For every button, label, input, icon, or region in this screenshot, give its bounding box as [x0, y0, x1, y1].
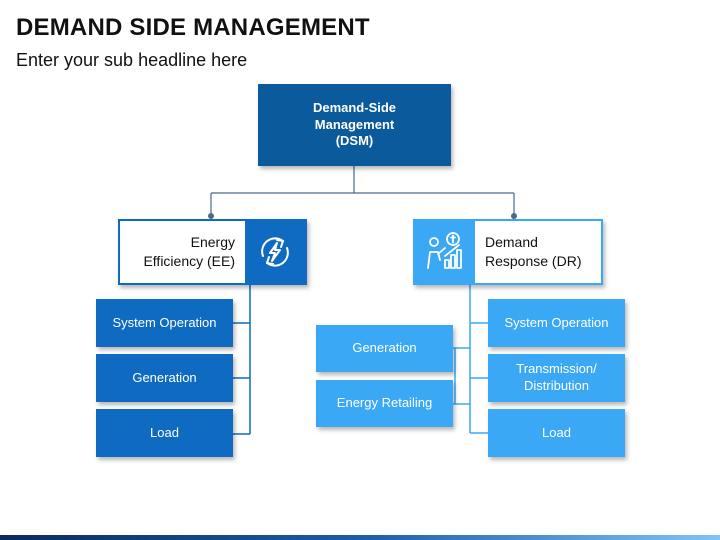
- dr-label-line-2: Response (DR): [485, 253, 582, 269]
- demand-response-box: Demand Response (DR): [413, 219, 603, 285]
- ee-icon-cell: [245, 221, 305, 283]
- energy-efficiency-box: Energy Efficiency (EE): [118, 219, 307, 285]
- ee-connector-dot: [208, 213, 214, 219]
- ee-item-system-operation: System Operation: [96, 299, 233, 347]
- ee-item-load: Load: [96, 409, 233, 457]
- page-title: DEMAND SIDE MANAGEMENT: [16, 14, 370, 41]
- lightning-cycle-icon: [261, 237, 289, 267]
- dsm-root-box: Demand-Side Management (DSM): [258, 84, 451, 166]
- dr-icon-cell: [415, 221, 475, 283]
- footer-gradient-bar: [0, 535, 720, 540]
- dr-item-energy-retailing: Energy Retailing: [316, 380, 453, 427]
- ee-label: Energy Efficiency (EE): [120, 221, 245, 283]
- ee-label-line-2: Efficiency (EE): [143, 253, 235, 269]
- dr-item-system-operation: System Operation: [488, 299, 625, 347]
- page-subtitle: Enter your sub headline here: [16, 50, 248, 70]
- root-line-3: (DSM): [335, 133, 374, 149]
- ee-label-line-1: Energy: [190, 234, 235, 251]
- dr-connector-dot: [511, 213, 517, 219]
- ee-item-generation: Generation: [96, 354, 233, 402]
- dr-label: Demand Response (DR): [475, 221, 601, 283]
- dr-item-generation: Generation: [316, 325, 453, 372]
- dr-item-transmission-distribution: Transmission/ Distribution: [488, 354, 625, 402]
- dr-label-line-1: Demand: [485, 234, 538, 251]
- dr-item-load: Load: [488, 409, 625, 457]
- root-line-2: Management: [314, 116, 395, 132]
- root-line-1: Demand-Side: [312, 99, 397, 115]
- growth-chart-person-icon: [427, 232, 462, 269]
